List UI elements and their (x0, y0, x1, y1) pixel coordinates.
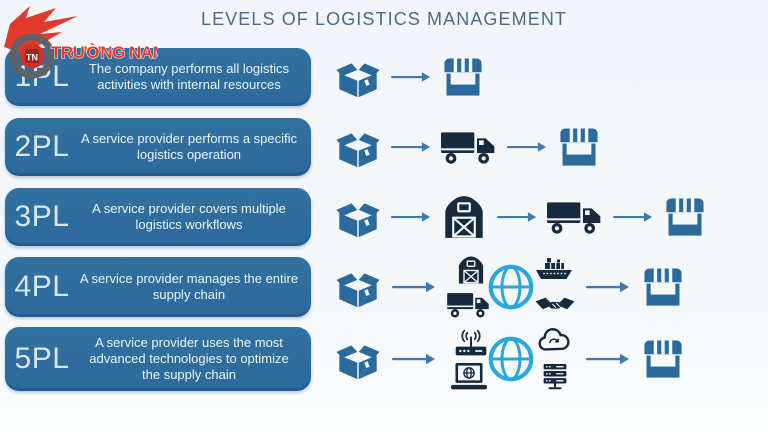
package-box-icon (335, 337, 381, 381)
level-label-5pl: 5PL (14, 342, 70, 375)
flow-4pl (335, 256, 685, 318)
level-pill-2pl: 2PL A service provider performs a specif… (5, 118, 311, 176)
level-label-4pl: 4PL (14, 270, 70, 303)
package-box-icon (335, 55, 381, 99)
level-description-2pl: A service provider performs a specific l… (80, 130, 298, 162)
warehouse-barn-icon (441, 195, 487, 239)
level-label-3pl: 3PL (14, 200, 70, 233)
cloud-sync-icon (535, 328, 573, 353)
row-1pl: 1PL The company performs all logistics a… (0, 48, 485, 106)
flow-5pl (335, 328, 685, 390)
level-description-4pl: A service provider manages the entire su… (79, 270, 299, 302)
wifi-router-icon (453, 328, 489, 356)
storefront-icon (441, 56, 485, 98)
delivery-truck-icon (441, 129, 497, 165)
logo-brand-text: TRƯỜNG NAM (51, 43, 158, 62)
arrow-icon (391, 69, 431, 85)
arrow-icon (583, 351, 633, 367)
laptop-icon (447, 363, 491, 390)
arrow-icon (583, 279, 633, 295)
logo-ring-icon (9, 33, 55, 79)
arrow-icon (389, 279, 439, 295)
package-box-icon (335, 125, 381, 169)
page-title: LEVELS OF LOGISTICS MANAGEMENT (200, 9, 568, 29)
level-pill-3pl: 3PL A service provider covers multiple l… (5, 188, 311, 246)
logo-badge-text: TN (26, 53, 38, 63)
server-rack-icon (535, 364, 575, 390)
row-3pl: 3PL A service provider covers multiple l… (0, 188, 707, 246)
arrow-icon (391, 209, 431, 225)
arrow-icon (391, 139, 431, 155)
warehouse-barn-icon (453, 256, 489, 284)
level-description-3pl: A service provider covers multiple logis… (92, 200, 286, 232)
storefront-icon (557, 126, 601, 168)
icon-cluster (447, 328, 575, 390)
arrow-icon (613, 209, 653, 225)
icon-cluster (447, 256, 575, 318)
row-2pl: 2PL A service provider performs a specif… (0, 118, 601, 176)
level-pill-5pl: 5PL A service provider uses the most adv… (5, 327, 311, 391)
delivery-truck-icon (547, 199, 603, 235)
level-description-1pl: The company performs all logistics activ… (88, 60, 290, 92)
row-4pl: 4PL A service provider manages the entir… (0, 256, 685, 318)
flow-3pl (335, 195, 707, 239)
level-pill-1pl: 1PL The company performs all logistics a… (5, 48, 311, 106)
truong-nam-watermark: TN TRƯỜNG NAM (4, 6, 158, 79)
storefront-icon (641, 338, 685, 380)
arrow-icon (497, 209, 537, 225)
globe-icon (487, 335, 535, 383)
storefront-icon (641, 266, 685, 308)
arrow-icon (507, 139, 547, 155)
package-box-icon (335, 265, 381, 309)
handshake-icon (535, 292, 575, 318)
flow-2pl (335, 125, 601, 169)
cargo-ship-icon (535, 256, 573, 281)
flow-1pl (335, 55, 485, 99)
storefront-icon (663, 196, 707, 238)
level-label-2pl: 2PL (14, 130, 70, 163)
level-pill-4pl: 4PL A service provider manages the entir… (5, 257, 311, 317)
arrow-icon (389, 351, 439, 367)
delivery-truck-icon (447, 291, 491, 318)
row-5pl: 5PL A service provider uses the most adv… (0, 327, 685, 391)
package-box-icon (335, 195, 381, 239)
logo-badge-box (25, 49, 39, 63)
level-description-5pl: A service provider uses the most advance… (89, 334, 289, 383)
globe-icon (487, 263, 535, 311)
